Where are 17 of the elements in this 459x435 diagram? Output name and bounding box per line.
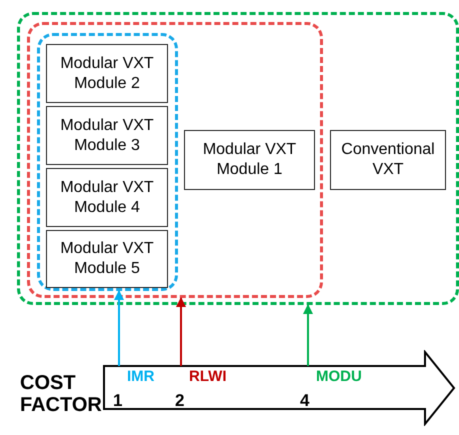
cost-factor-heading: COST FACTOR bbox=[20, 372, 102, 416]
module-box: Modular VXT Module 4 bbox=[46, 168, 168, 227]
module-box: Conventional VXT bbox=[330, 130, 446, 190]
module-box: Modular VXT Module 5 bbox=[46, 230, 168, 288]
scale-number: 2 bbox=[175, 391, 184, 410]
dashed-group-outline bbox=[27, 22, 323, 298]
module-box: Modular VXT Module 1 bbox=[184, 130, 315, 190]
dashed-group-outline bbox=[37, 33, 178, 291]
scale-number: 4 bbox=[300, 391, 310, 410]
module-box: Modular VXT Module 2 bbox=[46, 44, 168, 103]
dashed-group-outline bbox=[17, 12, 459, 305]
scale-number: 1 bbox=[113, 391, 122, 410]
arrow bbox=[176, 297, 186, 366]
arrow bbox=[114, 290, 124, 366]
arrow bbox=[303, 304, 313, 366]
block-arrow-shape bbox=[103, 350, 456, 426]
module-box: Modular VXT Module 3 bbox=[46, 106, 168, 165]
